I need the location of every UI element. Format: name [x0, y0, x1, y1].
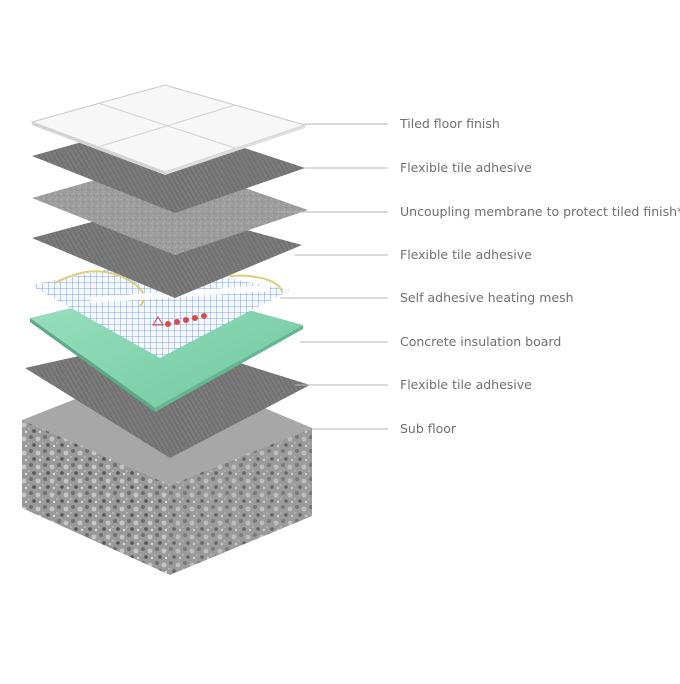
tile-joint-2	[97, 104, 236, 148]
label-heating-mesh: Self adhesive heating mesh	[400, 290, 574, 305]
label-flexible-tile-adhesive-1: Flexible tile adhesive	[400, 160, 532, 175]
warning-icon	[152, 316, 164, 326]
leader-lines	[278, 123, 388, 430]
subfloor-right-side	[170, 428, 312, 575]
label-flexible-tile-adhesive-3: Flexible tile adhesive	[400, 377, 532, 392]
label-insulation-board: Concrete insulation board	[400, 334, 561, 349]
tile-layer	[30, 84, 307, 175]
label-flexible-tile-adhesive-2: Flexible tile adhesive	[400, 247, 532, 262]
label-tiled-floor-finish: Tiled floor finish	[399, 116, 500, 131]
subfloor-left-side	[22, 420, 170, 575]
label-uncoupling-membrane: Uncoupling membrane to protect tiled fin…	[400, 204, 680, 219]
heating-mesh-grid	[30, 262, 290, 358]
label-sub-floor: Sub floor	[400, 421, 457, 436]
mesh-warning-dots	[152, 313, 207, 327]
layer-labels: Tiled floor finish Flexible tile adhesiv…	[399, 116, 680, 436]
